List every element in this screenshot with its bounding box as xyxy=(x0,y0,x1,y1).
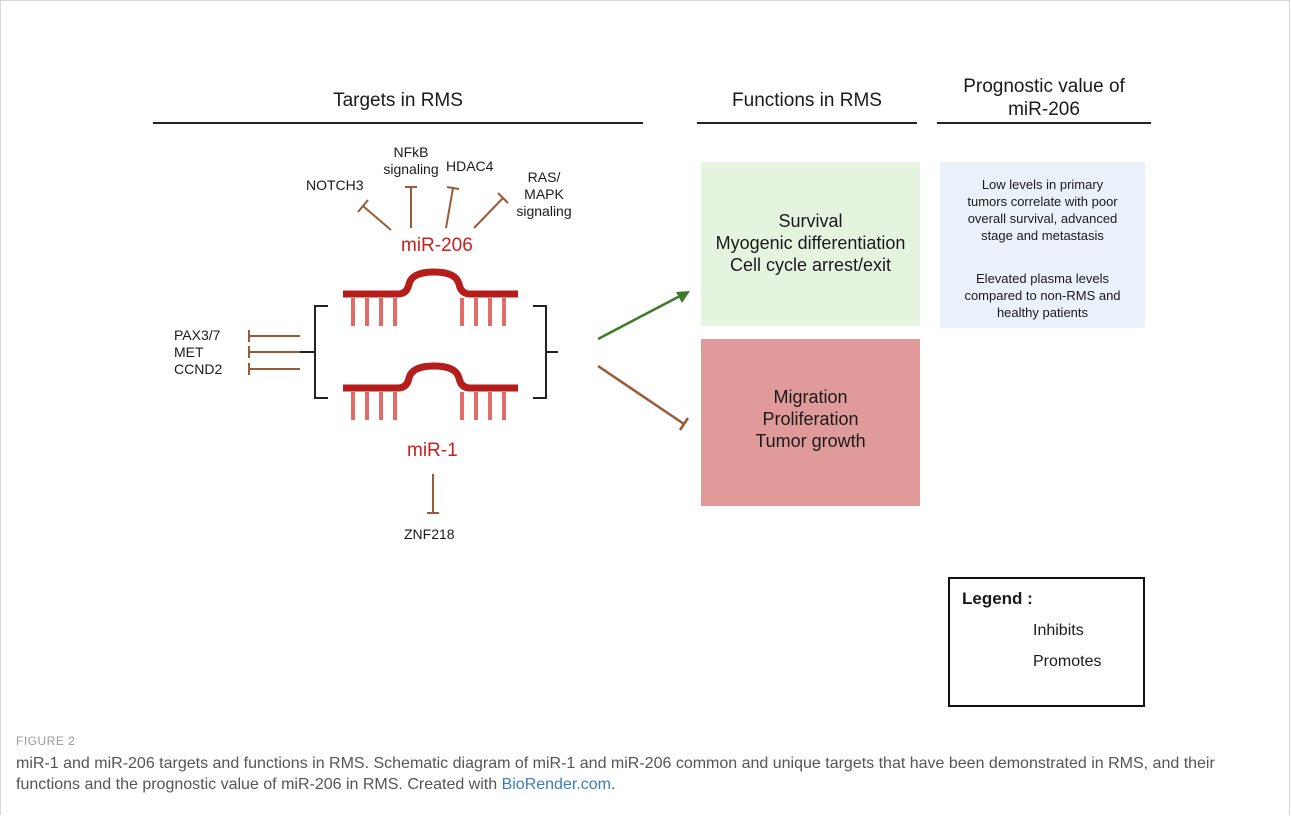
target-ras-mapk: RAS/ MAPK signaling xyxy=(508,169,580,220)
legend-box: Legend : xyxy=(948,577,1145,707)
biorender-link[interactable]: BioRender.com xyxy=(501,776,611,793)
figure-caption: miR-1 and miR-206 targets and functions … xyxy=(16,753,1256,795)
function-myogenic-differentiation: Myogenic differentiation xyxy=(715,233,906,253)
common-inhibit-arrows xyxy=(248,330,300,375)
prognostic-text-1: Low levels in primary tumors correlate w… xyxy=(940,176,1145,244)
mir1-label: miR-1 xyxy=(407,440,458,461)
inhibit-arrow xyxy=(597,364,690,431)
target-ras-line1: RAS/ xyxy=(527,169,561,185)
target-pax3-7: PAX3/7 xyxy=(174,327,221,343)
header-prognostic-line1: Prognostic value of xyxy=(963,76,1125,97)
mir206-inhibit-arrows xyxy=(357,186,509,231)
prognostic-line: stage and metastasis xyxy=(981,228,1104,243)
header-prognostic: Prognostic value of miR-206 xyxy=(937,75,1151,121)
prognostic-line: compared to non-RMS and xyxy=(964,288,1121,303)
prognostic-line: tumors correlate with poor xyxy=(967,194,1118,209)
prognostic-line: overall survival, advanced xyxy=(967,211,1118,226)
prognostic-line: Low levels in primary xyxy=(981,177,1104,192)
target-ras-line3: signaling xyxy=(516,203,572,219)
target-met: MET xyxy=(174,344,204,360)
legend-title: Legend : xyxy=(962,589,1033,608)
function-proliferation: Proliferation xyxy=(762,409,859,429)
mir1-znf218-inhibit-arrow xyxy=(427,474,439,514)
inhibited-functions-text: Migration Proliferation Tumor growth xyxy=(701,386,920,452)
header-prognostic-rule xyxy=(937,122,1151,124)
right-bracket-icon xyxy=(533,305,558,399)
target-nfkb: NFkB signaling xyxy=(381,144,441,178)
caption-text: miR-1 and miR-206 targets and functions … xyxy=(16,755,1215,793)
prognostic-box xyxy=(940,162,1145,328)
mir1-strand-icon xyxy=(343,362,518,420)
promoted-functions-box xyxy=(701,162,920,326)
promote-arrow xyxy=(597,291,690,341)
function-survival: Survival xyxy=(778,211,843,231)
header-prognostic-line2: miR-206 xyxy=(1008,99,1080,120)
function-tumor-growth: Tumor growth xyxy=(755,431,866,451)
mir206-label: miR-206 xyxy=(401,235,473,256)
left-bracket-icon xyxy=(300,305,328,399)
header-targets: Targets in RMS xyxy=(333,90,463,111)
figure-label: FIGURE 2 xyxy=(16,734,76,748)
target-znf218: ZNF218 xyxy=(404,526,455,542)
header-functions-rule xyxy=(697,122,917,124)
function-cell-cycle-arrest: Cell cycle arrest/exit xyxy=(729,255,892,275)
legend-inhibits-label: Inhibits xyxy=(1033,622,1084,639)
header-functions: Functions in RMS xyxy=(732,90,882,111)
target-nfkb-line1: NFkB xyxy=(393,144,429,160)
target-ccnd2: CCND2 xyxy=(174,361,223,377)
target-ras-line2: MAPK xyxy=(524,186,564,202)
prognostic-line: healthy patients xyxy=(996,305,1089,320)
mir206-strand-icon xyxy=(343,268,518,326)
legend-promotes-label: Promotes xyxy=(1033,653,1102,670)
prognostic-text-2: Elevated plasma levels compared to non-R… xyxy=(940,270,1145,321)
inhibited-functions-box xyxy=(701,339,920,506)
target-notch3: NOTCH3 xyxy=(306,177,364,193)
target-nfkb-line2: signaling xyxy=(383,161,439,177)
target-hdac4: HDAC4 xyxy=(446,158,494,174)
function-migration: Migration xyxy=(773,387,848,407)
header-targets-rule xyxy=(153,122,643,124)
caption-suffix: . xyxy=(610,776,616,793)
prognostic-line: Elevated plasma levels xyxy=(976,271,1109,286)
promoted-functions-text: Survival Myogenic differentiation Cell c… xyxy=(701,210,920,276)
